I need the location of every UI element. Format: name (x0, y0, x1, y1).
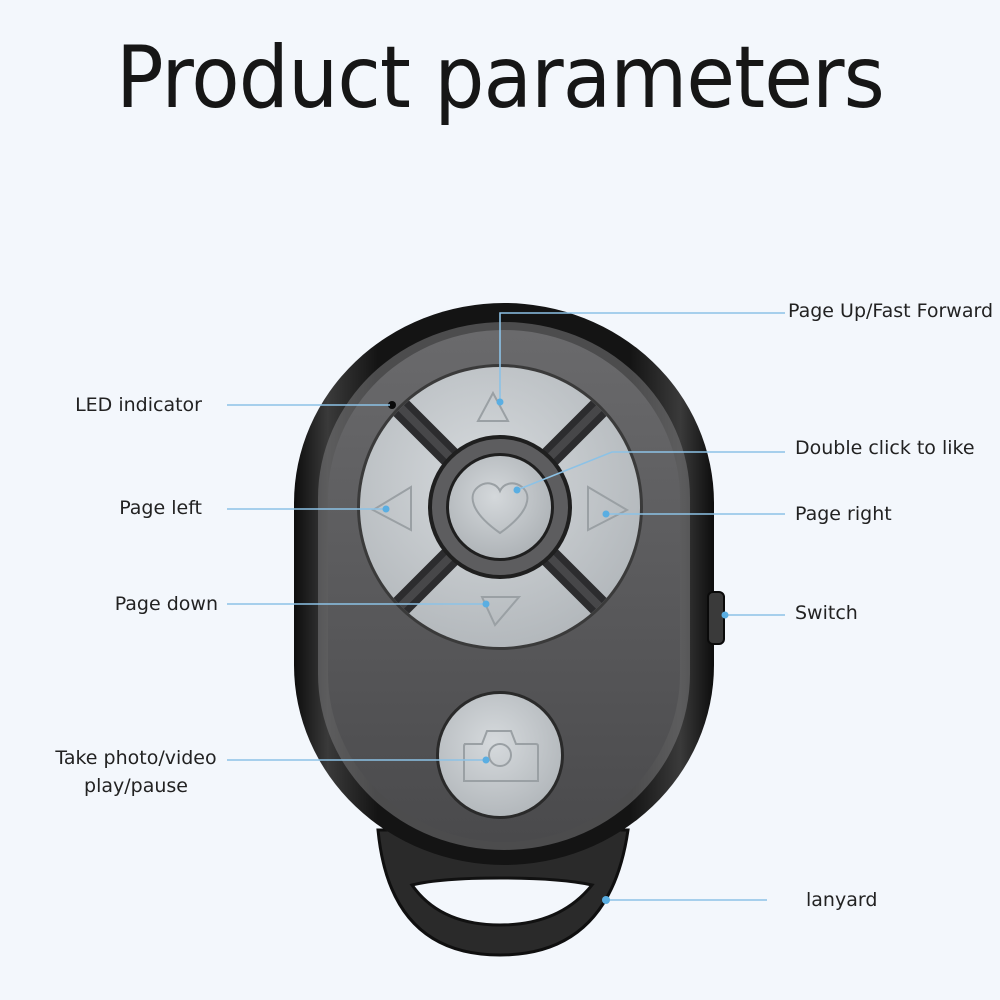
callout-lines (227, 312, 785, 901)
callout-page-down: Page down (114, 593, 218, 615)
camera-icon (463, 730, 539, 782)
lanyard-loop (376, 828, 630, 957)
heart-icon (471, 482, 529, 535)
callout-page-left: Page left (119, 497, 202, 519)
triangle-down-icon (480, 596, 522, 627)
led-indicator (388, 401, 396, 409)
callout-dots (382, 398, 729, 904)
shutter-button (436, 691, 564, 819)
callout-page-right: Page right (795, 503, 892, 525)
callout-switch: Switch (795, 602, 858, 624)
callout-take-photo-line2: play/pause (84, 775, 188, 797)
callout-lanyard: lanyard (806, 889, 878, 911)
triangle-left-icon (370, 485, 412, 532)
page-title: Product parameters (116, 28, 885, 128)
triangle-up-icon (476, 390, 510, 422)
side-switch (707, 591, 725, 645)
callout-led-indicator: LED indicator (75, 394, 202, 416)
callout-double-click: Double click to like (795, 437, 975, 459)
dpad (357, 364, 643, 650)
callout-page-up: Page Up/Fast Forward (788, 300, 994, 322)
triangle-right-icon (587, 485, 630, 532)
callout-take-photo: Take photo/video play/pause (48, 744, 224, 800)
like-button (449, 456, 551, 558)
callout-take-photo-line1: Take photo/video (55, 747, 217, 769)
